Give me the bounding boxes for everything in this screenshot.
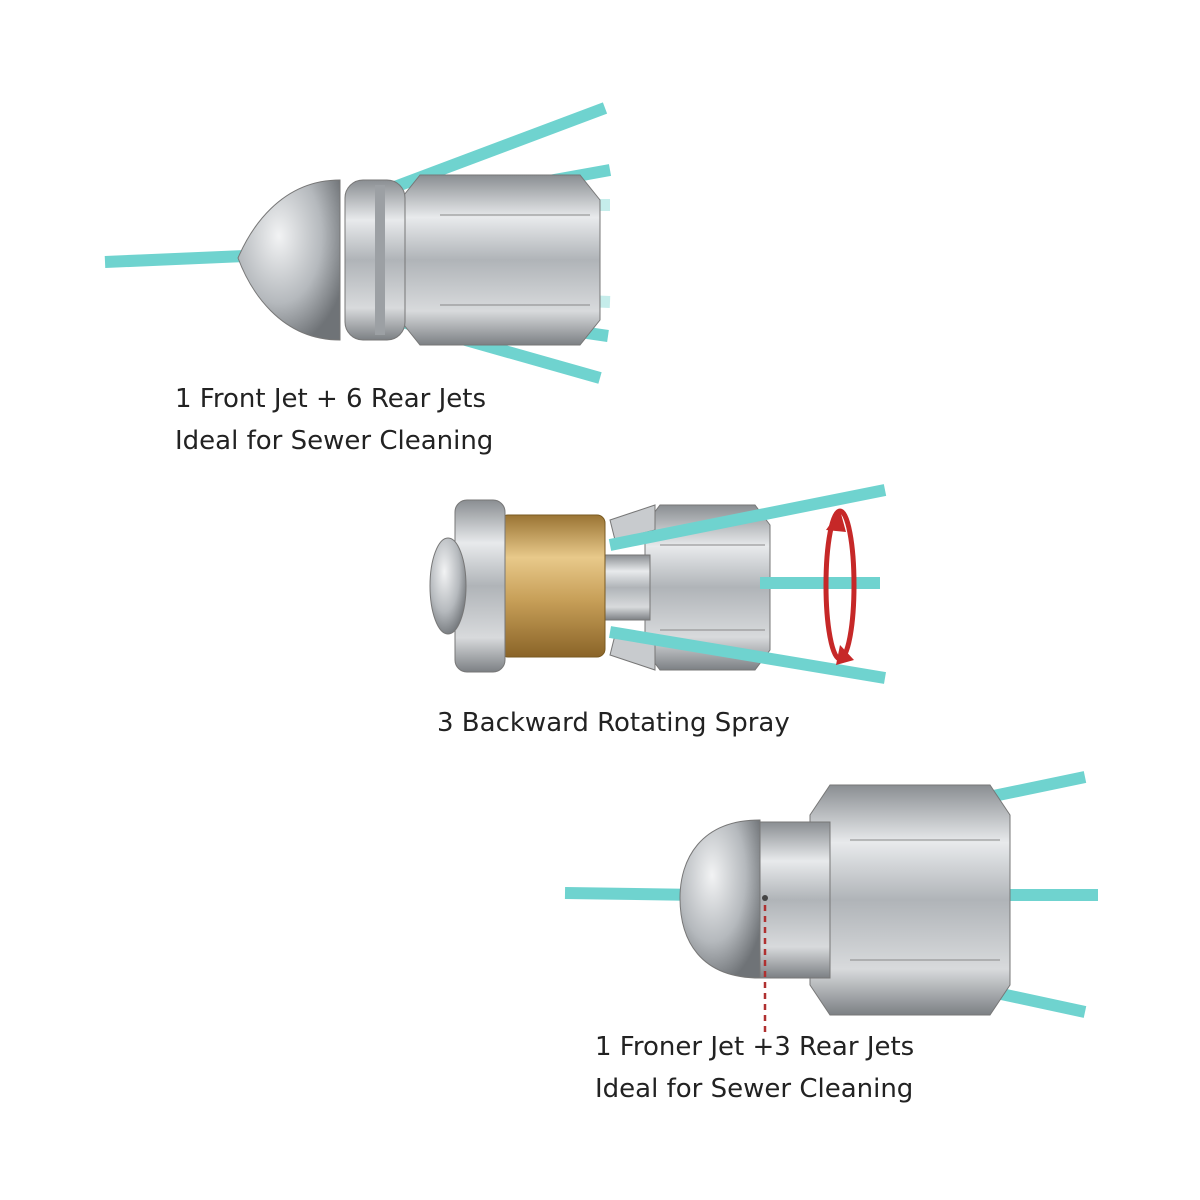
caption-line: 3 Backward Rotating Spray xyxy=(437,708,790,738)
rotation-arrow-icon xyxy=(823,508,857,665)
caption-line: 1 Froner Jet +3 Rear Jets xyxy=(595,1032,915,1062)
caption-line: 1 Front Jet + 6 Rear Jets xyxy=(175,384,486,414)
nozzle-1 xyxy=(104,102,612,384)
caption-nozzle-3: 1 Froner Jet +3 Rear Jets Ideal for Sewe… xyxy=(595,1026,914,1110)
jets-2 xyxy=(608,484,887,684)
caption-nozzle-1: 1 Front Jet + 6 Rear Jets Ideal for Sewe… xyxy=(175,378,493,462)
caption-line: Ideal for Sewer Cleaning xyxy=(595,1074,914,1104)
caption-nozzle-2: 3 Backward Rotating Spray xyxy=(437,702,790,744)
nozzle-3 xyxy=(564,771,1098,1032)
caption-line: Ideal for Sewer Cleaning xyxy=(175,426,494,456)
nozzle-2 xyxy=(429,484,887,684)
